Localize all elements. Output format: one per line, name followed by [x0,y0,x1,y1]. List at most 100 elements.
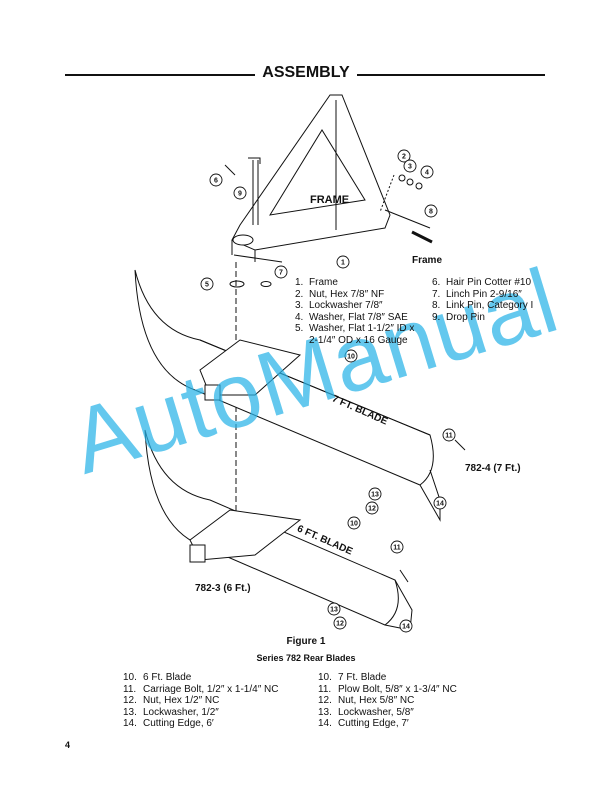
callout-7: 7 [274,265,288,279]
item-text: Hair Pin Cotter #10 [446,277,532,288]
list-item: 2-1/4″ OD x 16 Gauge [295,335,414,347]
blade-7ft-parts-list: 10. 7 Ft. Blade 11. Plow Bolt, 5/8″ x 1-3/4… [318,672,457,730]
list-item: 14.Cutting Edge, 7′ [318,718,457,730]
svg-text:8: 8 [429,209,433,216]
callout-12: 12 [333,616,347,630]
list-item: 13.Lockwasher, 1/2″ [123,707,278,719]
figure-title: Figure 1 [286,636,326,647]
title-rule-right [357,74,545,76]
item-number: 2. [295,288,304,300]
item-text: 6 Ft. Blade [143,672,192,683]
list-item: 12.Nut, Hex 5/8″ NC [318,695,457,707]
blade-6ft-parts-list: 10. 6 Ft. Blade 11. Carriage Bolt, 1/2″ x 1… [123,672,278,730]
callout-2: 2 [397,149,411,163]
list-item: 12. Nut, Hex 1/2″ NC [123,695,278,707]
list-item: 3. Lockwasher 7/8″ [295,300,414,312]
item-number: 11. [123,683,137,695]
callout-6: 6 [209,173,223,187]
svg-text:13: 13 [330,607,338,614]
list-item: 10. 6 Ft. Blade [123,672,278,684]
frame-caption: Frame [412,255,443,266]
item-number: 9. [432,311,441,323]
item-text: Carriage Bolt, 1/2″ x 1-1/4″ NC [143,683,279,695]
list-item: 2.Nut, Hex 7/8″ NF [295,289,414,301]
item-text: Drop Pin [446,311,485,323]
item-number: 14. [318,718,332,730]
item-text: Lockwasher, 1/2″ [143,706,219,718]
svg-text:1: 1 [341,260,345,267]
list-item: 14.Cutting Edge, 6′ [123,718,278,730]
item-number: 4. [295,311,304,323]
item-text: 7 Ft. Blade [338,672,387,683]
svg-text:11: 11 [393,545,401,552]
list-item: 9. Drop Pin [432,312,533,324]
list-item: 13.Lockwasher, 5/8″ [318,707,457,719]
frame-drawing-label: FRAME [310,194,350,206]
item-number: 12. [123,695,137,707]
page-number: 4 [65,740,71,750]
callout-14: 14 [433,496,447,510]
callout-5: 5 [200,277,214,291]
callout-11: 11 [390,540,404,554]
list-item: 4. Washer, Flat 7/8″ SAE [295,312,414,324]
item-text: Link Pin, Category I [446,300,534,312]
item-number: 8. [432,300,441,312]
item-number [295,335,309,347]
item-number: 10. [318,672,332,683]
callout-3: 3 [403,159,417,173]
svg-text:2: 2 [402,154,406,161]
item-text: Nut, Hex 5/8″ NC [338,695,415,707]
svg-text:14: 14 [436,501,444,508]
list-item: 7.Linch Pin 2-9/16″ [432,289,533,301]
svg-text:3: 3 [408,164,412,171]
item-text: Plow Bolt, 5/8″ x 1-3/4″ NC [338,683,457,695]
svg-text:12: 12 [368,506,376,513]
callout-13: 13 [327,602,341,616]
model-6ft-label: 782-3 (6 Ft.) [195,583,251,594]
item-number: 5. [295,323,304,335]
svg-text:10: 10 [347,354,355,361]
figure-subtitle: Series 782 Rear Blades [256,653,356,663]
svg-text:11: 11 [445,433,453,440]
item-number: 7. [432,288,441,300]
item-number: 10. [123,672,137,683]
svg-text:14: 14 [402,624,410,631]
callout-11: 11 [442,428,456,442]
list-item: 5. Washer, Flat 1-1/2″ ID x [295,323,414,335]
svg-text:9: 9 [238,191,242,198]
callout-13: 13 [368,487,382,501]
item-number: 13. [318,706,332,718]
blade-7ft-drawing [134,269,466,522]
title-rule-left [65,74,255,76]
item-text: Washer, Flat 7/8″ SAE [309,311,408,323]
svg-text:10: 10 [350,521,358,528]
item-number: 3. [295,300,304,312]
callout-12: 12 [365,501,379,515]
item-number: 1. [295,277,304,288]
item-text: 2-1/4″ OD x 16 Gauge [309,334,408,346]
item-text: Nut, Hex 1/2″ NC [143,695,220,707]
callout-10: 10 [344,349,358,363]
blade-6ft-drawing [144,429,413,631]
frame-drawing [224,94,433,520]
item-number: 11. [318,683,332,695]
item-text: Lockwasher 7/8″ [309,300,383,312]
list-item: 8. Link Pin, Category I [432,300,533,312]
item-text: Washer, Flat 1-1/2″ ID x [309,323,415,335]
callout-9: 9 [233,186,247,200]
list-item: 11. Carriage Bolt, 1/2″ x 1-1/4″ NC [123,684,278,696]
svg-text:12: 12 [336,621,344,628]
list-item: 10. 7 Ft. Blade [318,672,457,684]
list-item: 1. Frame [295,277,414,289]
list-item: 11. Plow Bolt, 5/8″ x 1-3/4″ NC [318,684,457,696]
callout-10: 10 [347,516,361,530]
svg-text:7: 7 [279,270,283,277]
item-text: Frame [309,277,338,288]
svg-text:13: 13 [371,492,379,499]
list-item: 6.Hair Pin Cotter #10 [432,277,533,289]
item-number: 14. [123,718,137,730]
